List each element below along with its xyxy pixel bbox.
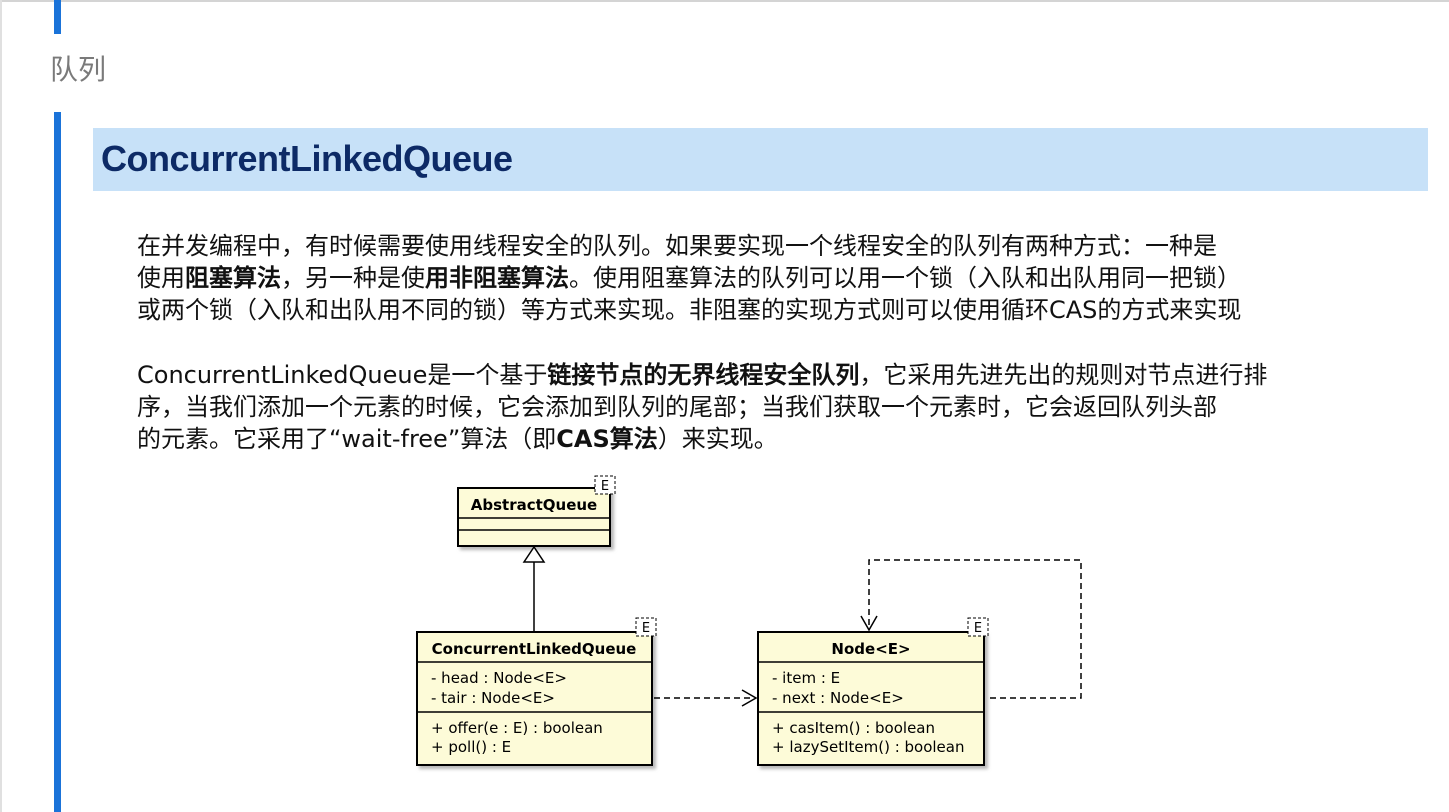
section-heading: 队列 <box>50 53 107 86</box>
paragraph-intro: 在并发编程中，有时候需要使用线程安全的队列。如果要实现一个线程安全的队列有两种方… <box>137 230 1377 326</box>
type-param: E <box>974 621 982 636</box>
inheritance-arrow <box>522 545 546 632</box>
title-banner: ConcurrentLinkedQueue <box>93 128 1428 191</box>
bold-text: 用非阻塞算法 <box>425 264 569 292</box>
arrow-head <box>860 615 878 632</box>
field: - item : E <box>772 669 840 687</box>
uml-class-diagram: AbstractQueue E ConcurrentLinkedQueue - … <box>416 475 1082 766</box>
field: - tair : Node<E> <box>431 689 555 707</box>
method: + lazySetItem() : boolean <box>772 738 965 756</box>
window-frame-top <box>0 0 1449 2</box>
field: - head : Node<E> <box>431 669 567 687</box>
window-frame-left <box>0 0 2 812</box>
arrow-head <box>741 689 758 707</box>
arrow-head <box>522 545 546 563</box>
text-run: 使用 <box>137 264 185 292</box>
text-run: 在并发编程中，有时候需要使用线程安全的队列。如果要实现一个线程安全的队列有两种方… <box>137 232 1217 260</box>
node-class: Node<E> - item : E - next : Node<E> + ca… <box>757 617 989 766</box>
bold-text: 链接节点的无界线程安全队列 <box>547 361 860 389</box>
abstract-queue-class: AbstractQueue E <box>457 475 616 547</box>
text-run: 。使用阻塞算法的队列可以用一个锁（入队和出队用同一把锁） <box>569 264 1241 292</box>
text-run: 的元素。它采用了“wait-free”算法（即 <box>137 425 557 453</box>
text-run: 序，当我们添加一个元素的时候，它会添加到队列的尾部；当我们获取一个元素时，它会返… <box>137 393 1217 421</box>
arrow-line <box>868 559 1082 699</box>
bold-text: 阻塞算法 <box>185 264 281 292</box>
method: + casItem() : boolean <box>772 719 935 737</box>
text-run: 或两个锁（入队和出队用不同的锁）等方式来实现。非阻塞的实现方式则可以使用循环CA… <box>137 296 1242 324</box>
text-run: ，另一种是使 <box>281 264 425 292</box>
class-name: ConcurrentLinkedQueue <box>432 640 637 658</box>
type-param-box <box>594 475 616 495</box>
text-run: ，它采用先进先出的规则对节点进行排 <box>859 361 1268 389</box>
content-accent-bar <box>54 112 61 812</box>
bold-text: CAS算法 <box>556 425 658 453</box>
dependency-arrow <box>654 689 758 707</box>
type-param-box <box>967 617 989 637</box>
self-reference-arrow <box>860 559 1082 699</box>
class-box <box>457 487 611 547</box>
text-run: ConcurrentLinkedQueue是一个基于 <box>137 361 548 389</box>
text-run: ）来实现。 <box>657 425 778 453</box>
method: + offer(e : E) : boolean <box>431 719 603 737</box>
type-param: E <box>642 621 650 636</box>
type-param: E <box>601 479 609 494</box>
concurrent-linked-queue-class: ConcurrentLinkedQueue - head : Node<E> -… <box>416 617 657 766</box>
field: - next : Node<E> <box>772 689 904 707</box>
class-name: AbstractQueue <box>471 496 597 514</box>
type-param-box <box>635 617 657 637</box>
paragraph-description: ConcurrentLinkedQueue是一个基于链接节点的无界线程安全队列，… <box>137 359 1377 455</box>
class-name: Node<E> <box>831 640 910 658</box>
page-title: ConcurrentLinkedQueue <box>101 138 513 179</box>
class-box <box>416 631 653 766</box>
method: + poll() : E <box>431 738 511 756</box>
previous-section-accent-bar <box>54 0 61 34</box>
class-box <box>757 631 985 766</box>
